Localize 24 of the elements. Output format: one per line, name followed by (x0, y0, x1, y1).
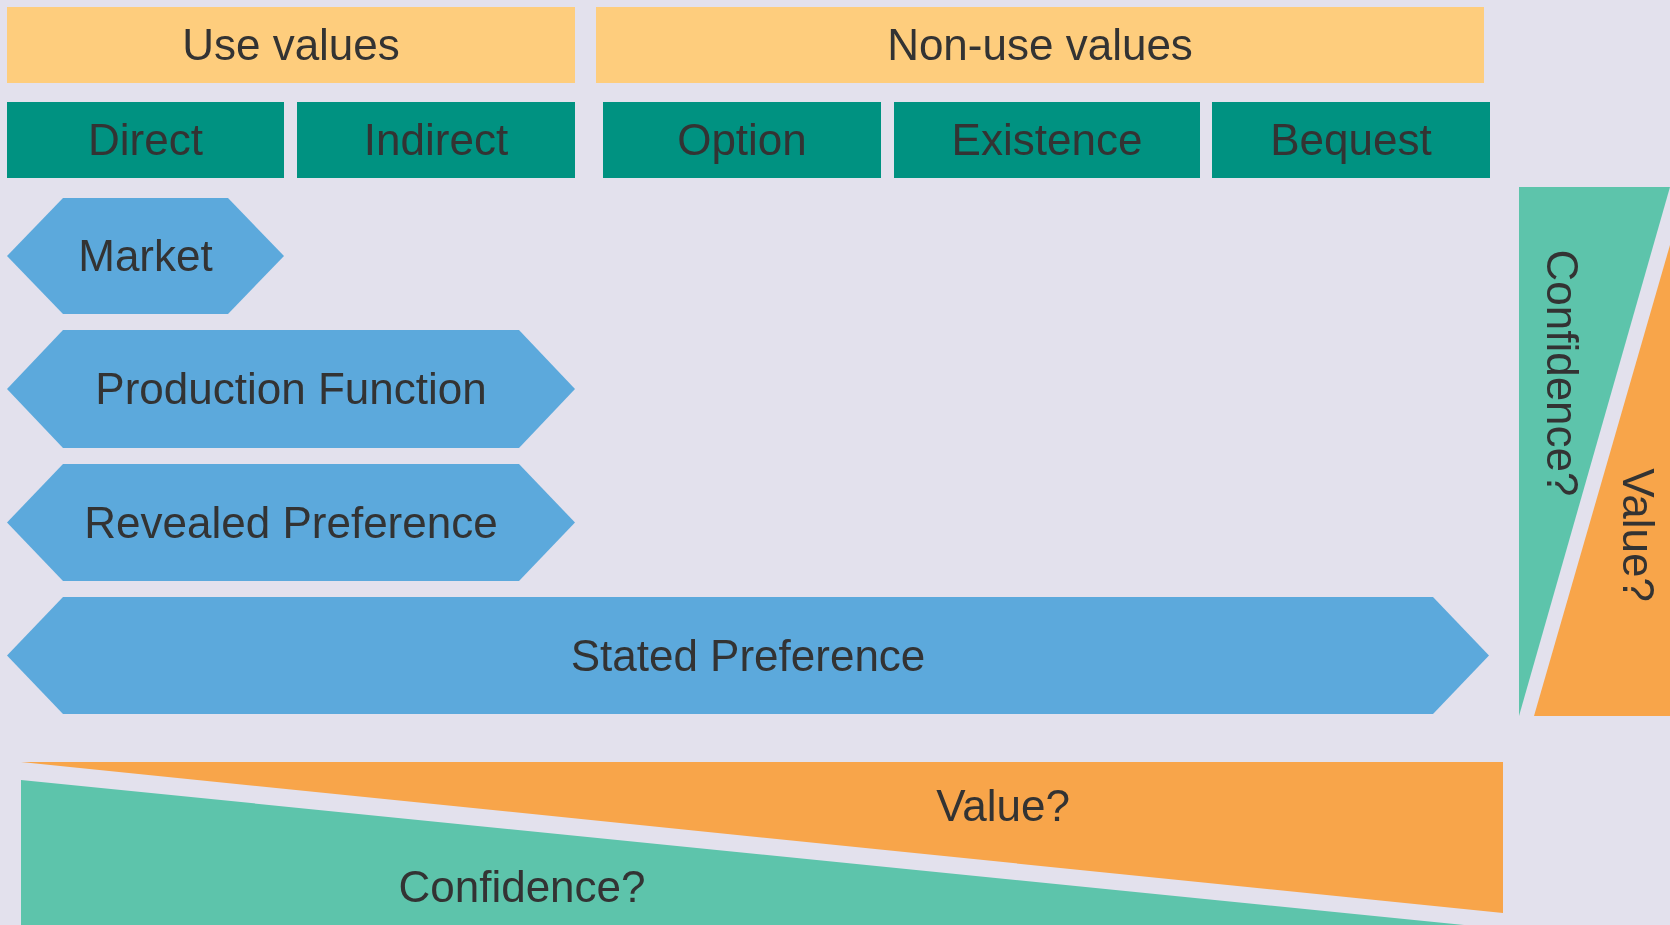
value-type-box (297, 102, 575, 178)
node-label: Production Function (95, 367, 487, 411)
node-label: Confidence? (1540, 249, 1584, 497)
node-label: Stated Preference (570, 633, 926, 678)
node-label: Direct (88, 118, 203, 162)
node-label: Value? (936, 784, 1070, 828)
node-label: Revealed Preference (84, 500, 498, 545)
category-header (596, 7, 1484, 83)
node-label: Value? (1616, 468, 1660, 602)
value-type-box (1212, 102, 1490, 178)
node-label: Use values (182, 23, 400, 67)
node-label: Option (677, 118, 807, 162)
value-type-box (603, 102, 881, 178)
category-header (7, 7, 575, 83)
value-wedge (1534, 245, 1670, 716)
node-label: Existence (951, 118, 1143, 162)
confidence-wedge (1519, 187, 1670, 716)
node-label: Bequest (1270, 118, 1432, 162)
node-label: Non-use values (887, 23, 1193, 67)
value-type-box (894, 102, 1200, 178)
node-label: Confidence? (398, 865, 646, 909)
value-type-box (7, 102, 284, 178)
node-label: Market (78, 234, 213, 278)
node-label: Indirect (363, 118, 509, 162)
